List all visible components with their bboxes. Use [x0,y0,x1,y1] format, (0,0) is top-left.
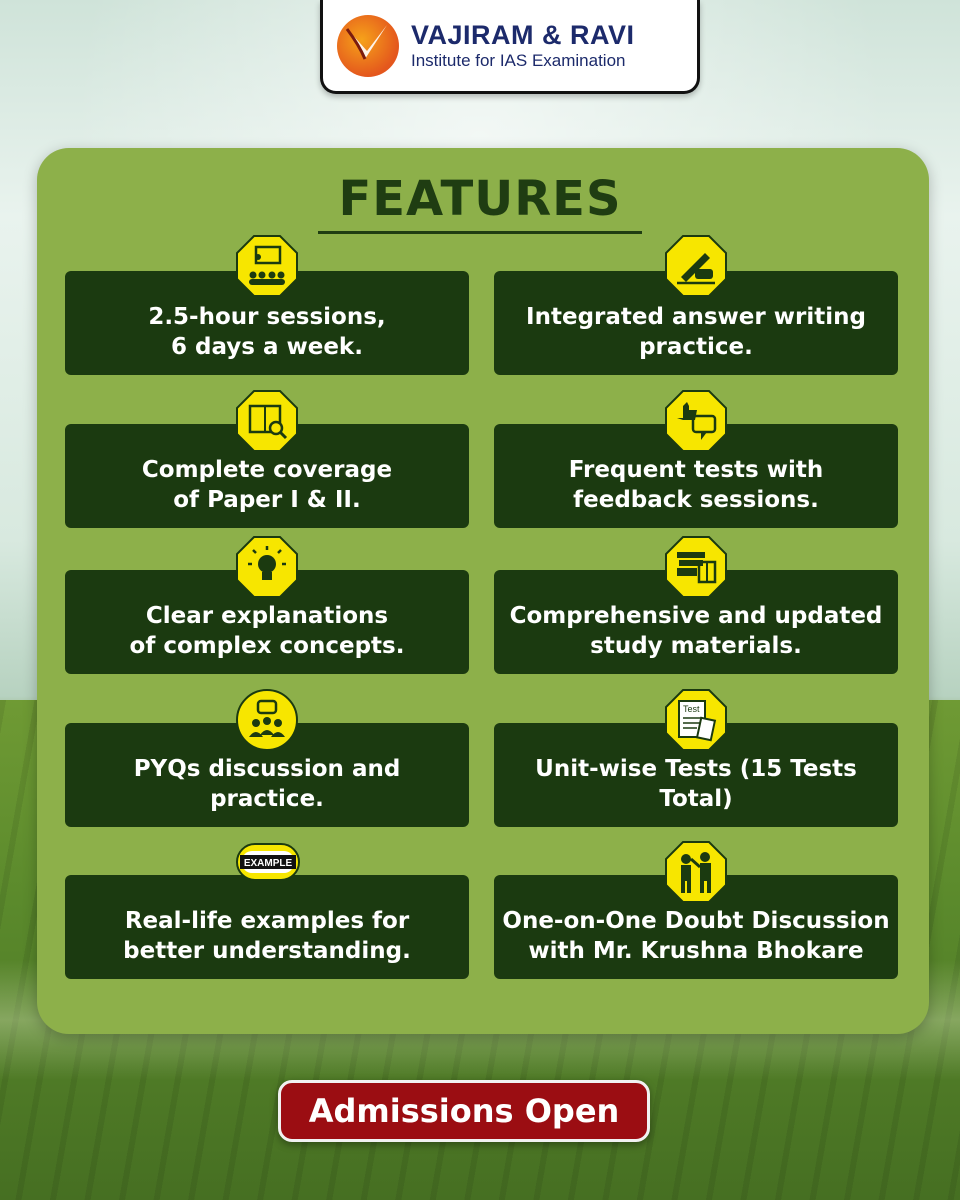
admissions-open-button[interactable]: Admissions Open [278,1080,650,1142]
brand-name: VAJIRAM & RAVI [411,19,635,50]
example-sign-text: EXAMPLE [244,858,293,869]
admissions-open-label: Admissions Open [308,1092,620,1130]
heading-underline [318,231,642,234]
features-heading: FEATURES [338,171,622,227]
mentor-pointing-icon [665,841,727,903]
feature-text: Complete coverage of Paper I & II. [141,457,393,513]
feature-text: Clear explanations of complex concepts. [129,603,405,659]
feature-text: Frequent tests with feedback sessions. [568,457,824,513]
feature-text: PYQs discussion and practice. [133,756,401,812]
feature-text: Comprehensive and updated study material… [509,603,883,659]
classroom-teacher-icon [236,235,298,297]
feature-text: Real-life examples for better understand… [123,908,411,964]
lightbulb-icon [236,536,298,598]
book-magnifier-icon [236,390,298,452]
feature-text: Unit-wise Tests (15 Tests Total) [535,756,857,812]
writing-hand-icon [665,235,727,297]
thumbs-up-feedback-icon [665,390,727,452]
feature-text: 2.5-hour sessions, 6 days a week. [148,304,386,360]
books-stack-icon [665,536,727,598]
test-label: Test [683,704,700,714]
feature-text: One-on-One Doubt Discussion with Mr. Kru… [502,908,890,964]
feature-card: Real-life examples for better understand… [65,875,469,979]
test-paper-icon: Test [665,689,727,751]
feature-text: Integrated answer writing practice. [526,304,866,360]
group-discussion-icon [236,689,298,751]
brand-logo-icon [337,14,399,77]
example-sign-icon: EXAMPLE [236,843,300,881]
feature-card: Clear explanations of complex concepts. [65,570,469,674]
feature-card: Comprehensive and updated study material… [494,570,898,674]
brand-tagline: Institute for IAS Examination [411,50,626,70]
brand-logo-box: VAJIRAM & RAVI Institute for IAS Examina… [320,0,700,94]
